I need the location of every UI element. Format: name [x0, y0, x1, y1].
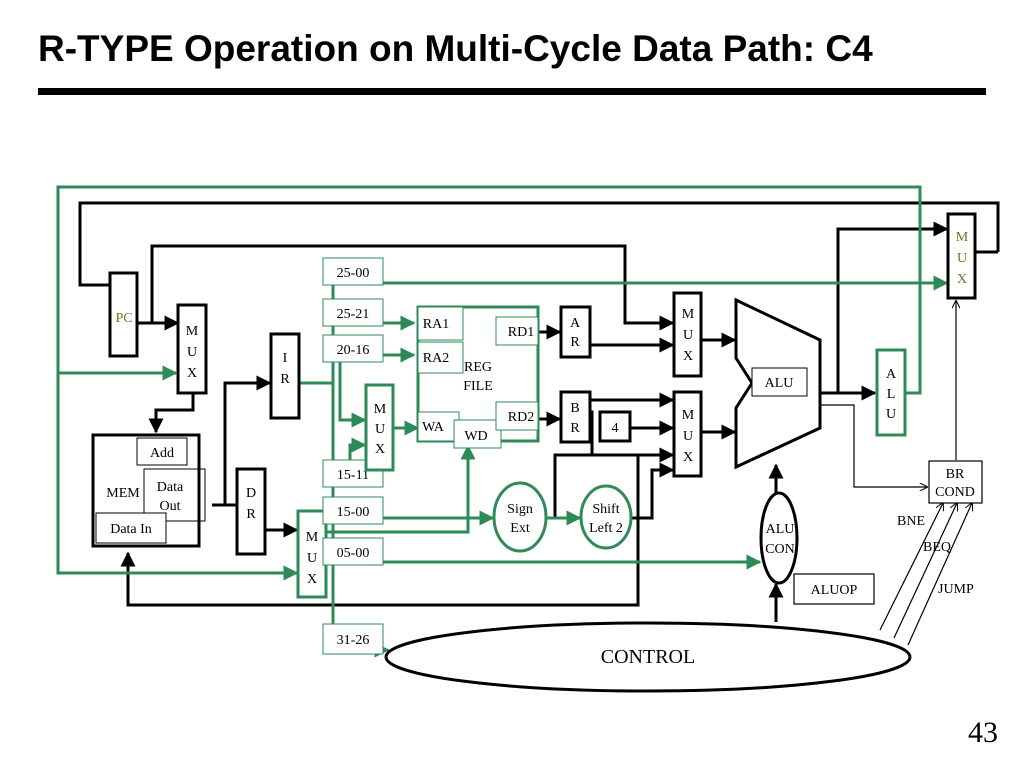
alu: ALU [734, 297, 822, 470]
field-05-00: 05-00 [337, 546, 370, 561]
svg-text:COND: COND [935, 485, 975, 500]
constant-four: 4 [598, 410, 632, 443]
a-register: A R [559, 305, 592, 359]
title-rule [38, 88, 986, 95]
field-15-00: 15-00 [337, 505, 370, 520]
svg-text:X: X [683, 349, 693, 364]
svg-text:Left 2: Left 2 [589, 521, 623, 536]
pc-register: PC [108, 271, 139, 358]
black-thin-wires [820, 301, 972, 646]
field-15-11: 15-11 [337, 468, 369, 483]
mem-add-label: Add [150, 446, 174, 461]
svg-text:R: R [570, 421, 580, 436]
field-31-26: 31-26 [337, 633, 370, 648]
svg-text:R: R [280, 372, 290, 387]
control-label: CONTROL [601, 646, 695, 668]
svg-text:ALUOP: ALUOP [811, 583, 858, 598]
svg-text:X: X [375, 442, 385, 457]
svg-text:Shift: Shift [592, 502, 619, 517]
data-register: D R [235, 467, 267, 556]
page-number: 43 [968, 716, 998, 749]
aluop-box: ALUOP [793, 573, 875, 605]
jump-label: JUMP [938, 582, 974, 597]
svg-text:Ext: Ext [510, 521, 530, 536]
memory: Add MEM Data Out Data In [91, 433, 206, 548]
ra1-label: RA1 [423, 317, 449, 332]
svg-text:4: 4 [612, 421, 619, 436]
field-25-21: 25-21 [337, 307, 370, 322]
svg-text:X: X [307, 572, 317, 587]
control-unit: CONTROL [384, 621, 912, 693]
rd1-label: RD1 [508, 325, 534, 340]
mem-label: MEM [106, 486, 140, 501]
svg-text:U: U [375, 422, 385, 437]
svg-text:BR: BR [946, 467, 965, 482]
svg-text:FILE: FILE [463, 379, 493, 394]
svg-text:Sign: Sign [507, 502, 533, 517]
instruction-fields: 25-00 25-21 20-16 15-11 15-00 05-00 31-2… [322, 257, 384, 655]
mux-alu-a: M U X [672, 291, 703, 378]
alu-label: ALU [765, 376, 794, 391]
rd2-label: RD2 [508, 410, 534, 425]
svg-text:B: B [570, 401, 579, 416]
svg-text:Out: Out [160, 499, 181, 514]
svg-text:U: U [957, 251, 967, 266]
svg-text:U: U [683, 328, 693, 343]
svg-text:M: M [306, 530, 319, 545]
svg-text:M: M [956, 230, 969, 245]
svg-text:M: M [682, 408, 695, 423]
svg-text:R: R [246, 507, 256, 522]
instruction-register: I R [269, 332, 301, 420]
alu-control: ALU CON [759, 491, 799, 585]
svg-text:M: M [374, 402, 387, 417]
ra2-label: RA2 [423, 351, 449, 366]
b-register: B R [559, 390, 592, 444]
svg-text:X: X [187, 366, 197, 381]
register-file: RA1 RA2 REG FILE WA WD RD1 RD2 [416, 305, 540, 449]
svg-text:L: L [887, 387, 896, 402]
svg-text:X: X [957, 272, 967, 287]
mux-pc: M U X [946, 212, 977, 300]
wa-label: WA [422, 420, 445, 435]
wd-label: WD [464, 429, 487, 444]
svg-text:D: D [246, 486, 256, 501]
branch-condition: BR COND [928, 460, 983, 504]
pc-label: PC [115, 311, 132, 326]
field-25-00: 25-00 [337, 266, 370, 281]
svg-text:REG: REG [464, 360, 492, 375]
mem-data-in-label: Data In [110, 522, 152, 537]
mux-alu-b: M U X [672, 390, 703, 478]
page-title: R-TYPE Operation on Multi-Cycle Data Pat… [38, 28, 873, 69]
sign-extend: Sign Ext [492, 481, 548, 553]
svg-text:CON: CON [765, 542, 795, 557]
svg-text:A: A [570, 316, 581, 331]
black-wires [78, 201, 1000, 622]
signal-labels: BNE BEQ JUMP [897, 514, 974, 597]
bne-label: BNE [897, 514, 925, 529]
svg-text:M: M [186, 324, 199, 339]
svg-text:M: M [682, 307, 695, 322]
mux-address: M U X [176, 303, 208, 395]
svg-text:U: U [886, 407, 896, 422]
mux-write-addr: M U X [364, 383, 395, 472]
svg-text:A: A [886, 367, 897, 382]
svg-text:Data: Data [157, 480, 184, 495]
mux-write-data: M U X [296, 509, 328, 599]
shift-left-2: Shift Left 2 [579, 484, 633, 550]
alu-out-register: A L U [875, 348, 907, 437]
svg-text:ALU: ALU [766, 522, 795, 537]
svg-text:U: U [187, 345, 197, 360]
svg-text:U: U [683, 429, 693, 444]
svg-text:R: R [570, 335, 580, 350]
beq-label: BEQ [923, 540, 951, 555]
field-20-16: 20-16 [337, 343, 370, 358]
svg-text:I: I [283, 351, 288, 366]
svg-text:U: U [307, 551, 317, 566]
active-wires [56, 185, 949, 658]
svg-text:X: X [683, 450, 693, 465]
